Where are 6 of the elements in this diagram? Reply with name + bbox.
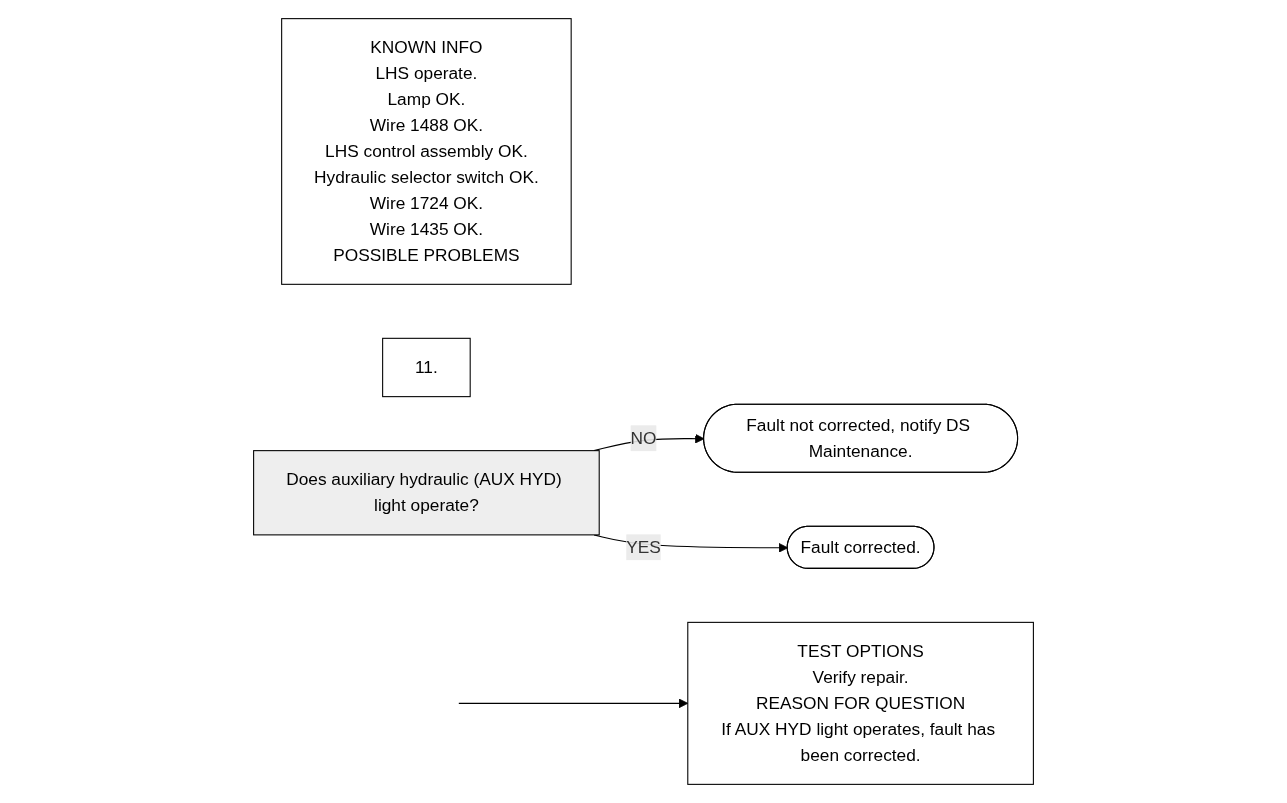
edge-label: YES [626, 537, 661, 556]
node-box: 11. [382, 337, 471, 398]
node-box: KNOWN INFO LHS operate. Lamp OK. Wire 1488 OK. LHS control assembly OK. Hydraulic selector switch OK. Wire 1724 OK. Wire 1435 OK. POSSIBLE PROBLEMS [281, 18, 572, 285]
edge-label: NO [630, 428, 657, 447]
node-box: TEST OPTIONS Verify repair. REASON FOR QUESTION If AUX HYD light operates, fault has been corrected. [687, 621, 1034, 785]
node-box: Does auxiliary hydraulic (AUX HYD) light operate? [253, 450, 600, 536]
